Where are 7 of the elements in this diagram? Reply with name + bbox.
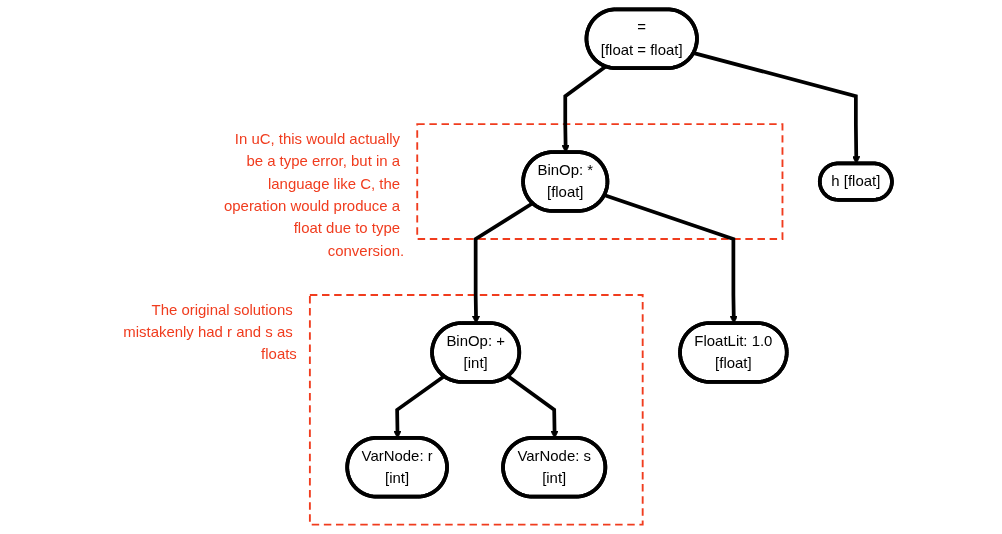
arrow: [471, 201, 534, 324]
cluster: [308, 294, 644, 526]
node-label: In uC, this would actually be a type error, but in a language like C, the operation would produce a float due to type conversion.: [223, 130, 405, 259]
cluster: [416, 123, 784, 240]
arrow: [604, 193, 738, 324]
node-label: The original solutions mistakenly had r and s as floats: [123, 301, 297, 363]
arrow: [561, 65, 607, 153]
